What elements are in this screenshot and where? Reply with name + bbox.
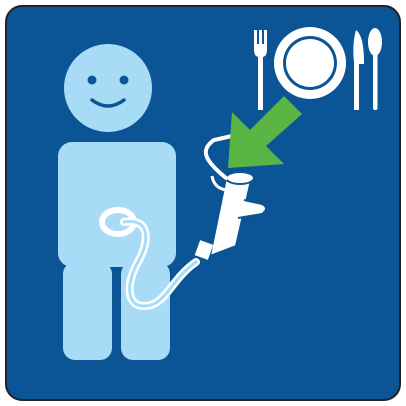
eye-left-icon (88, 76, 97, 85)
eye-right-icon (120, 76, 129, 85)
person-leg-left (63, 262, 112, 360)
plate-icon (274, 27, 346, 99)
person-torso (58, 142, 176, 267)
person-head (64, 44, 152, 132)
